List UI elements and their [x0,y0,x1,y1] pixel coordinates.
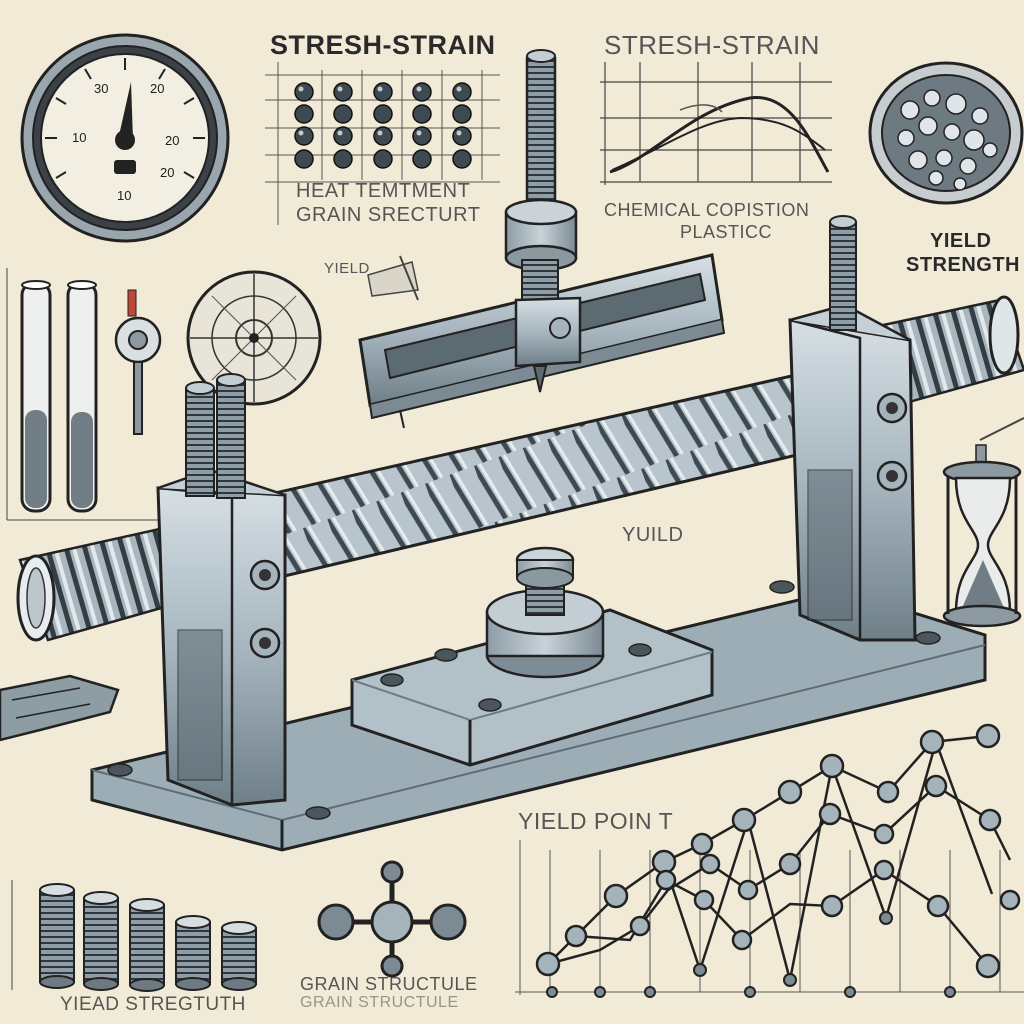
grain-structure-bottom-label: GRAIN STRUCTULE [300,974,478,994]
heat-treatment-label: HEAT TEMTMENT [296,180,471,202]
gauge-tick-6: 10 [117,188,131,203]
broken-fragment-icon [0,674,120,742]
stress-strain-title-1: STRESH-STRAIN [270,30,496,60]
gauge-tick-3: 20 [150,81,164,96]
grain-structure-top-label: GRAIN SRECTURT [296,204,481,226]
gauge-tick-1: 30 [94,81,108,96]
yield-center-label: YUILD [622,524,684,546]
yield-strength-bottom-label: YIEAD STREGTUTH [60,994,246,1015]
yield-strength-right-line-1: YIELD [930,230,992,252]
yield-strength-right-line-2: STRENGTH [906,254,1020,276]
yield-point-graph-icon [515,723,1024,998]
stress-strain-title-2: STRESH-STRAIN [604,30,820,60]
chemical-composition-label: CHEMICAL COPISTION [604,200,810,220]
gauge-tick-2: 10 [72,130,86,145]
tensile-test-rig-icon [16,49,1024,852]
plastic-label: PLASTICC [680,222,773,242]
grain-structure-bottom-ghost: GRAIN STRUCTULE [300,994,459,1011]
valve-key-icon [114,289,162,435]
pressure-gauge-icon [20,33,230,243]
molecule-icon [317,860,467,978]
test-tube-icon [6,268,230,521]
grain-grid-icon [265,62,500,225]
yield-left-label: YIELD [324,260,370,277]
crosshair-dial-icon [186,270,322,406]
hourglass-icon [942,417,1024,628]
stress-strain-curve-icon [600,62,832,185]
microstructure-dish-icon [868,61,1024,205]
coin-stack-icon [11,880,257,992]
gauge-tick-4: 20 [165,133,179,148]
gauge-tick-5: 20 [160,165,174,180]
yield-marker-icon [367,255,419,301]
yield-point-label: YIELD POIN T [518,808,674,834]
